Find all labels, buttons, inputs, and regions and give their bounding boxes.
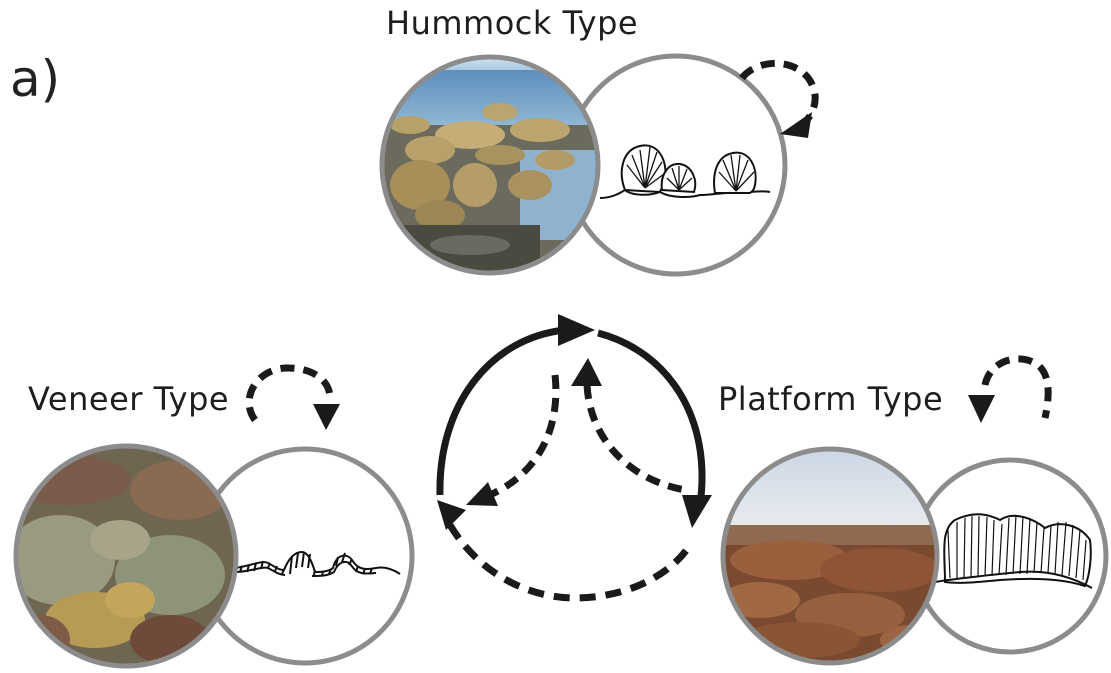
hummock-self-arrowhead — [780, 112, 812, 138]
platform-self-arrow — [981, 355, 1052, 419]
platform-self-arrowhead — [968, 395, 995, 423]
cycle-inner-right-arrowhead — [571, 358, 602, 386]
cycle-arc-right — [597, 329, 706, 506]
veneer-photo — [13, 443, 239, 669]
veneer-sketch — [234, 550, 401, 577]
cycle-arc-left — [436, 326, 566, 496]
platform-type-label: Platform Type — [718, 380, 944, 418]
veneer-type-label: Veneer Type — [28, 380, 230, 418]
platform-diagram-circle — [911, 457, 1109, 655]
cycle-inner-left — [488, 374, 560, 499]
hummock-type-label: Hummock Type — [386, 4, 639, 42]
cycle-arc-left-arrowhead — [558, 314, 595, 346]
platform-photo — [720, 446, 940, 666]
platform-sketch — [934, 513, 1093, 589]
cycle-arc-bottom-arrowhead — [437, 500, 466, 530]
hummock-sketch — [599, 144, 771, 199]
veneer-self-arrowhead — [313, 404, 340, 430]
cycle-inner-left-arrowhead — [466, 482, 498, 506]
veneer-self-arrow — [245, 364, 334, 423]
cycle-inner-right — [583, 384, 686, 494]
panel-label: a) — [10, 50, 61, 108]
cycle-arc-right-arrowhead — [682, 495, 712, 528]
cycle-arc-bottom — [446, 523, 691, 602]
hummock-photo — [379, 54, 601, 276]
